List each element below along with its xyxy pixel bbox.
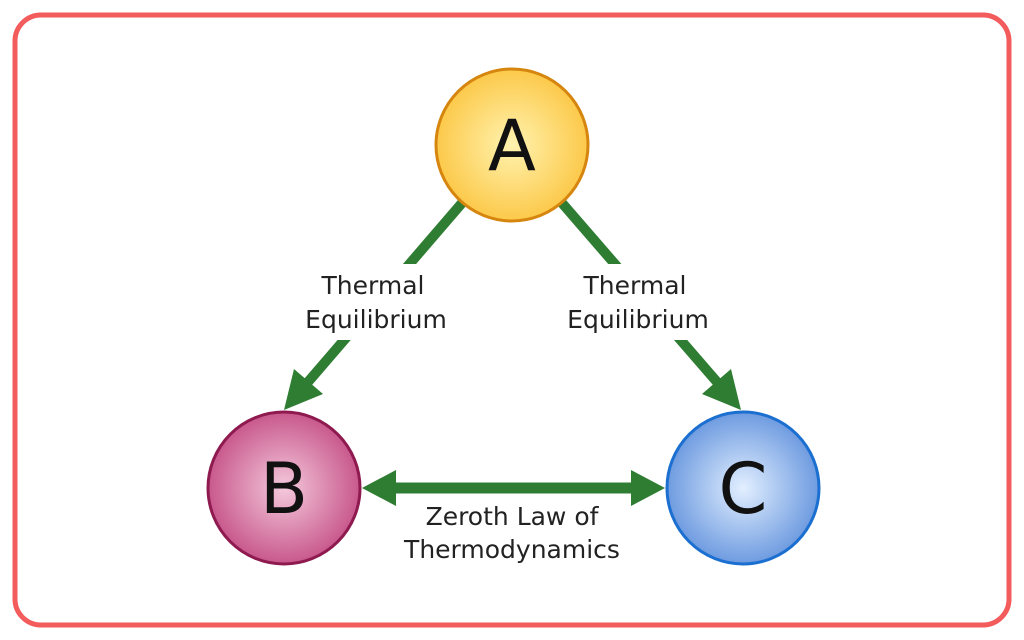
node-c: C xyxy=(665,410,821,566)
node-a: A xyxy=(434,67,590,223)
edge-label-a-to-c: Thermal Equilibrium xyxy=(567,271,709,334)
node-a-circle xyxy=(434,67,590,223)
node-b-label: B xyxy=(260,448,308,530)
edge-label-a-to-c-line1: Thermal xyxy=(583,271,687,300)
edge-label-b-c-line2: Thermodynamics xyxy=(403,535,620,564)
edge-label-b-c-line1: Zeroth Law of xyxy=(426,502,600,531)
arrow-a-to-b-head xyxy=(284,369,323,410)
arrow-b-c-head-left xyxy=(362,470,396,506)
label-bg-left xyxy=(308,264,458,340)
node-c-circle xyxy=(665,410,821,566)
arrow-a-to-c-head xyxy=(702,369,741,410)
edge-label-a-to-b-line2: Equilibrium xyxy=(305,305,447,334)
node-b: B xyxy=(206,410,362,566)
arrow-b-c-head-right xyxy=(631,470,665,506)
edge-label-a-to-b: Thermal Equilibrium xyxy=(305,271,447,334)
edge-label-a-to-c-line2: Equilibrium xyxy=(567,305,709,334)
label-bg-right xyxy=(557,264,717,340)
node-a-label: A xyxy=(488,105,536,187)
edge-label-b-c: Zeroth Law of Thermodynamics xyxy=(403,502,620,564)
edge-label-a-to-b-line1: Thermal xyxy=(321,271,425,300)
node-b-circle xyxy=(206,410,362,566)
node-c-label: C xyxy=(719,448,768,530)
